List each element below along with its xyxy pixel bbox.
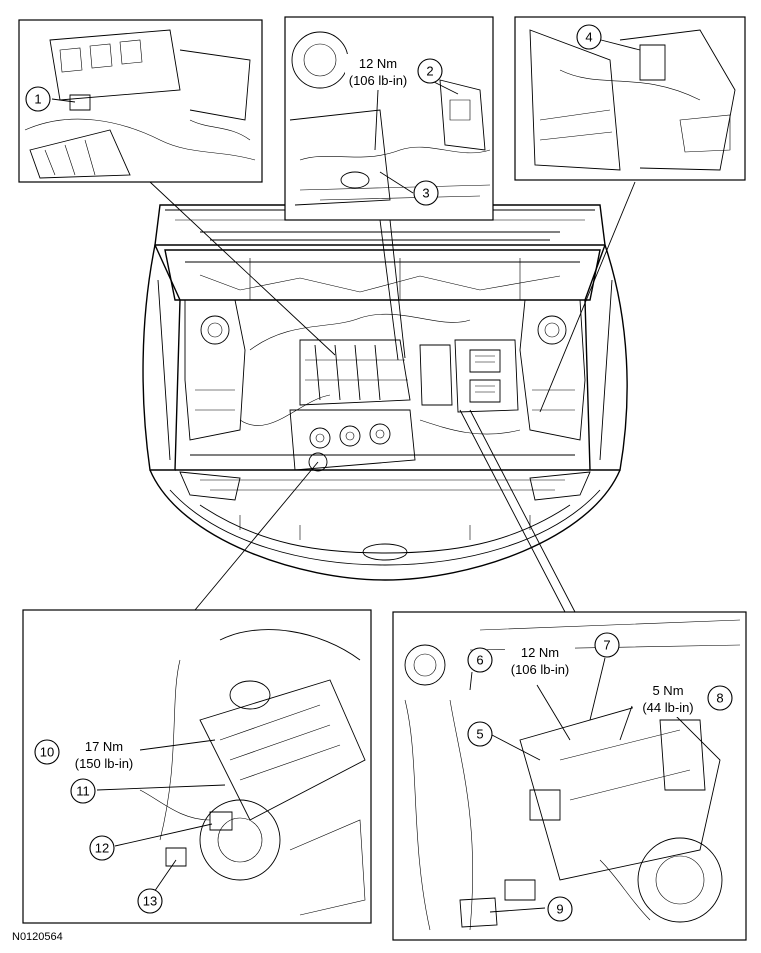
svg-text:11: 11: [76, 784, 90, 799]
svg-text:12: 12: [95, 841, 109, 856]
engine-bay-main-view: [142, 204, 628, 581]
svg-text:1: 1: [34, 92, 41, 107]
torque-spec-inset-bottom-right-b: 5 Nm (44 lb-in): [633, 681, 703, 717]
svg-text:7: 7: [603, 638, 610, 653]
svg-text:6: 6: [476, 653, 483, 668]
callout-7: 7: [594, 632, 620, 658]
callout-13: 13: [137, 888, 163, 914]
callout-5: 5: [467, 721, 493, 747]
figure-id: N0120564: [12, 931, 63, 943]
svg-text:12 Nm: 12 Nm: [359, 56, 397, 71]
svg-text:(106 lb-in): (106 lb-in): [349, 73, 408, 88]
svg-text:4: 4: [585, 30, 592, 45]
callout-2: 2: [417, 58, 443, 84]
callout-1: 1: [25, 86, 51, 112]
svg-text:2: 2: [426, 64, 433, 79]
svg-text:5 Nm: 5 Nm: [652, 683, 683, 698]
torque-spec-inset-bottom-right-a: 12 Nm (106 lb-in): [505, 643, 575, 679]
svg-text:(150 lb-in): (150 lb-in): [75, 756, 134, 771]
svg-text:3: 3: [422, 186, 429, 201]
svg-text:(44 lb-in): (44 lb-in): [642, 700, 693, 715]
callout-12: 12: [89, 835, 115, 861]
callout-10: 10: [34, 739, 60, 765]
callout-11: 11: [70, 778, 96, 804]
svg-text:10: 10: [40, 745, 54, 760]
svg-text:9: 9: [556, 902, 563, 917]
callout-4: 4: [576, 24, 602, 50]
svg-text:13: 13: [143, 894, 157, 909]
inset-top-left: [18, 19, 263, 183]
callout-9: 9: [547, 896, 573, 922]
callout-6: 6: [467, 647, 493, 673]
callout-8: 8: [707, 685, 733, 711]
svg-text:12 Nm: 12 Nm: [521, 645, 559, 660]
torque-spec-inset-bottom-left: 17 Nm (150 lb-in): [68, 737, 140, 773]
inset-top-right: [514, 16, 746, 181]
inset-top-center: [284, 16, 494, 221]
callout-3: 3: [413, 180, 439, 206]
svg-text:5: 5: [476, 727, 483, 742]
inset-leader-lines: [149, 181, 636, 613]
svg-text:8: 8: [716, 691, 723, 706]
svg-text:17 Nm: 17 Nm: [85, 739, 123, 754]
torque-spec-inset-top-center: 12 Nm (106 lb-in): [345, 54, 413, 90]
svg-text:(106 lb-in): (106 lb-in): [511, 662, 570, 677]
